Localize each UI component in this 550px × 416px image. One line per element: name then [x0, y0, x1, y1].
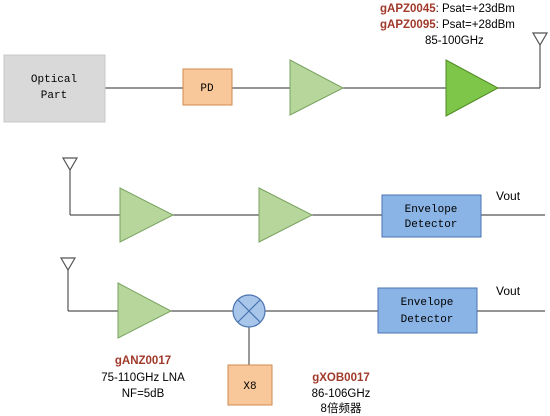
- receiver-chain-1: Envelope Detector Vout: [61, 157, 545, 243]
- rx2-lna-amplifier: [117, 282, 173, 339]
- tx-antenna-icon: [531, 32, 549, 47]
- rx1-envelope-detector: [381, 194, 482, 238]
- rx1-output-label: Vout: [496, 189, 521, 203]
- rx1-amplifier-1: [119, 187, 175, 243]
- transmitter-chain: Optical Part PD gAPZ0045: Psat=+23dBm gA…: [3, 3, 549, 123]
- pa-spec-1: : Psat=+23dBm: [436, 3, 515, 15]
- lna-part-number: gANZ0017: [115, 355, 171, 367]
- rx2-detector-label-1: Envelope: [401, 297, 454, 309]
- rx2-envelope-detector: [377, 287, 478, 334]
- receiver-chain-2: X8 Envelope Detector Vout gANZ0017 75-11…: [59, 257, 545, 415]
- pd-label: PD: [200, 83, 214, 95]
- rx1-detector-label-2: Detector: [405, 219, 458, 231]
- rx2-output-label: Vout: [496, 284, 521, 298]
- lna-noise-figure: NF=5dB: [122, 388, 165, 400]
- lna-frequency: 75-110GHz LNA: [101, 372, 185, 384]
- x8-multiplier-label: X8: [243, 381, 256, 393]
- pa-spec-line-2: gAPZ0095: Psat=+28dBm: [380, 19, 515, 31]
- x8-multiplier-block: [227, 364, 273, 406]
- tx-power-amplifier: [445, 59, 500, 117]
- rx1-antenna-icon: [61, 157, 79, 172]
- pa-part-number-1: gAPZ0045: [380, 3, 436, 15]
- pa-part-number-2: gAPZ0095: [380, 19, 436, 31]
- tx-driver-amplifier: [289, 59, 345, 116]
- rx2-detector-label-2: Detector: [401, 314, 454, 326]
- optical-part-label-1: Optical: [31, 74, 77, 86]
- optical-part-block: [3, 54, 106, 123]
- pa-frequency: 85-100GHz: [425, 35, 484, 47]
- rx1-amplifier-2: [258, 187, 314, 243]
- xob-frequency: 86-106GHz: [312, 388, 371, 400]
- xob-description: 8倍频器: [321, 401, 362, 415]
- pa-spec-2: : Psat=+28dBm: [436, 19, 515, 31]
- pd-block: [182, 68, 233, 106]
- optical-part-label-2: Part: [41, 90, 67, 102]
- pa-spec-line-1: gAPZ0045: Psat=+23dBm: [380, 3, 515, 15]
- rx2-antenna-icon: [59, 257, 77, 272]
- xob-part-number: gXOB0017: [312, 372, 370, 384]
- mixer-cross-b: [237, 299, 261, 323]
- rx1-detector-label-1: Envelope: [405, 204, 458, 216]
